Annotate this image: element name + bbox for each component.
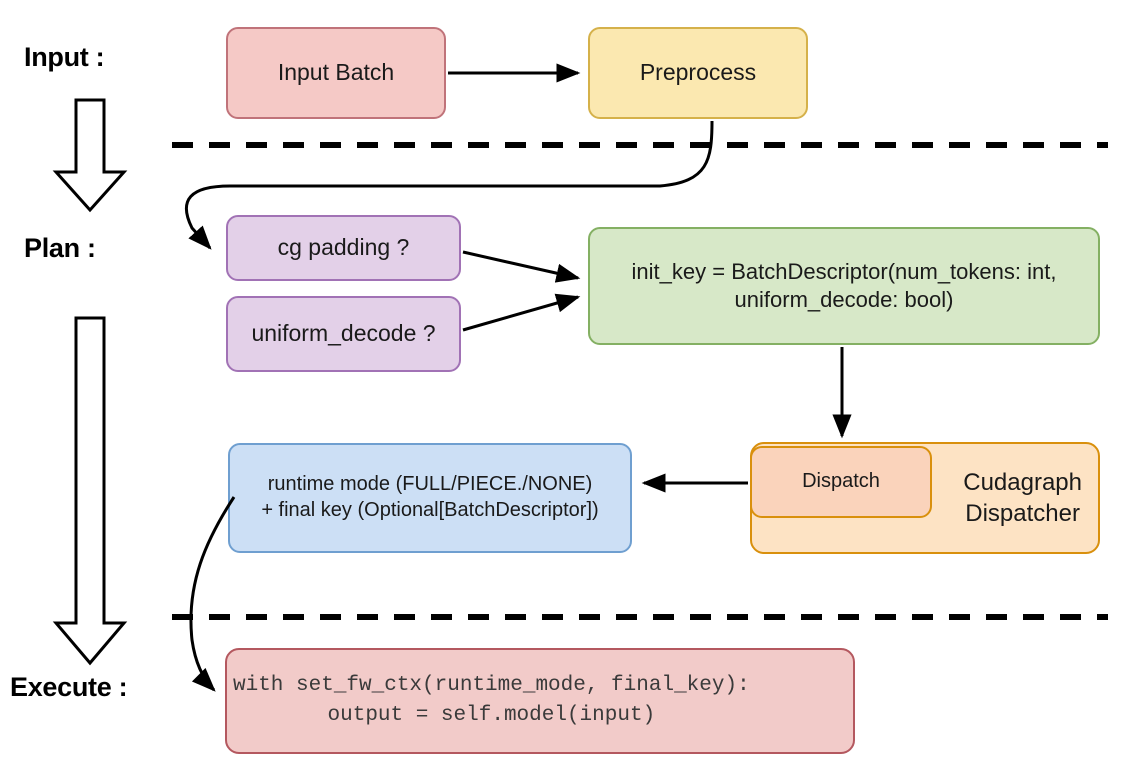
node-init-key[interactable]: init_key = BatchDescriptor(num_tokens: i… (588, 227, 1100, 345)
node-code-block-text: with set_fw_ctx(runtime_mode, final_key)… (233, 673, 750, 727)
node-dispatch-label: Dispatch (802, 470, 880, 493)
node-runtime-mode-label: runtime mode (FULL/PIECE./NONE) + final … (261, 473, 599, 521)
stage-label-execute: Execute : (10, 672, 128, 702)
node-runtime-mode[interactable]: runtime mode (FULL/PIECE./NONE) + final … (228, 443, 632, 553)
node-preprocess[interactable]: Preprocess (588, 27, 808, 119)
node-uniform-decode[interactable]: uniform_decode ? (226, 296, 461, 372)
connector-uniformdecode-to-initkey (462, 293, 581, 332)
node-cg-padding-label: cg padding ? (277, 234, 410, 261)
stage-label-input: Input : (24, 42, 105, 72)
node-dispatch[interactable]: Dispatch (750, 446, 932, 518)
node-init-key-label: init_key = BatchDescriptor(num_tokens: i… (631, 258, 1057, 312)
node-cg-padding[interactable]: cg padding ? (226, 215, 461, 281)
node-preprocess-label: Preprocess (639, 59, 757, 86)
flow-arrow-input-to-plan (52, 98, 128, 213)
node-code-block[interactable]: with set_fw_ctx(runtime_mode, final_key)… (225, 648, 855, 754)
connector-cgpadding-to-initkey (462, 250, 581, 283)
node-input-batch[interactable]: Input Batch (226, 27, 446, 119)
stage-label-plan: Plan : (24, 233, 96, 263)
node-uniform-decode-label: uniform_decode ? (251, 320, 436, 347)
node-input-batch-label: Input Batch (277, 59, 395, 86)
node-cudagraph-dispatcher-label: Cudagraph Dispatcher (963, 468, 1082, 527)
flow-arrow-plan-to-execute (52, 316, 128, 666)
